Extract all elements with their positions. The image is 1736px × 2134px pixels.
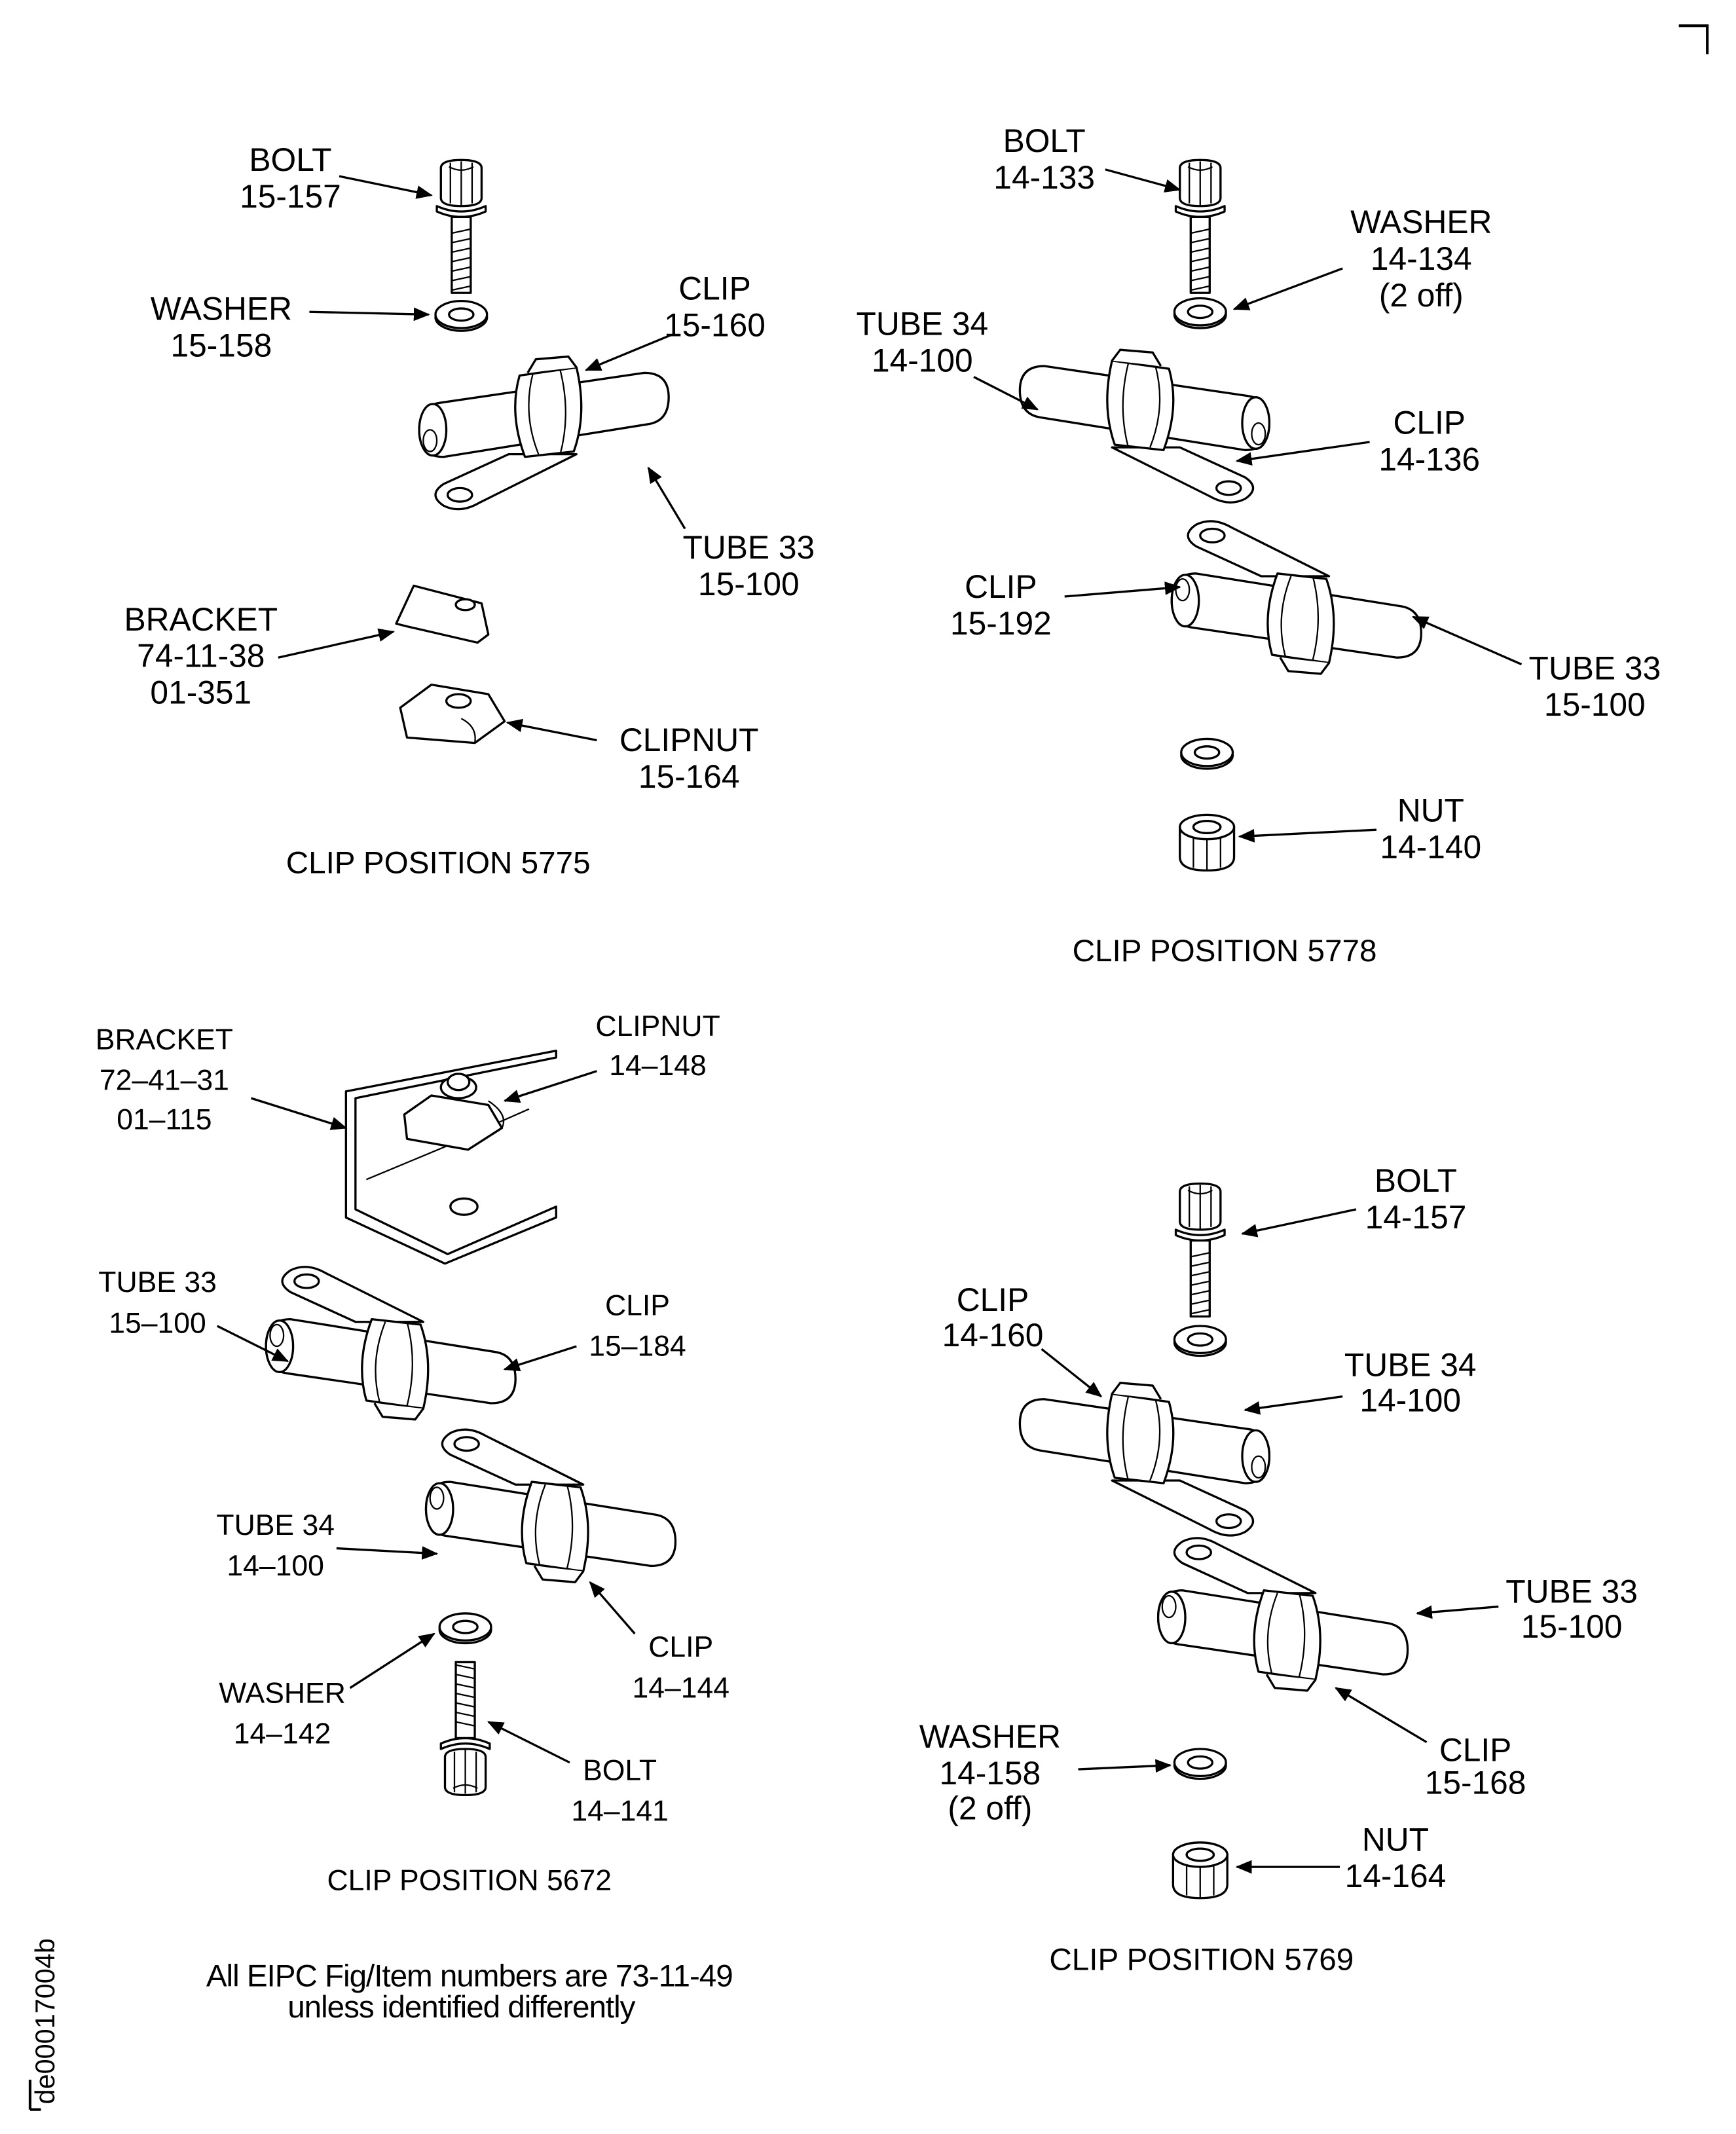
caption-5778: CLIP POSITION 5778 bbox=[1073, 934, 1377, 968]
drawing-id: de00017004b bbox=[28, 1938, 60, 2111]
washer-part bbox=[438, 1612, 492, 1645]
caption-5672: CLIP POSITION 5672 bbox=[327, 1864, 612, 1896]
washer-part bbox=[1173, 297, 1227, 329]
svg-text:de00017004b: de00017004b bbox=[30, 1938, 60, 2104]
tube-clip-assembly bbox=[1170, 520, 1422, 675]
leader-arrows bbox=[1041, 1208, 1499, 1874]
bracket-part bbox=[395, 584, 490, 644]
tube-clip-assembly bbox=[1156, 1537, 1409, 1692]
bolt-part bbox=[439, 1661, 491, 1797]
washer-part bbox=[1180, 737, 1234, 770]
leader-arrows bbox=[973, 168, 1523, 843]
leader-arrows bbox=[216, 1070, 636, 1764]
caption-5769: CLIP POSITION 5769 bbox=[1049, 1942, 1354, 1977]
tube-clip-assembly bbox=[418, 355, 670, 511]
bolt-part bbox=[1174, 1182, 1226, 1318]
tube-clip-assembly bbox=[265, 1266, 517, 1421]
clipnut-part bbox=[399, 683, 506, 745]
washer-part bbox=[1173, 1325, 1227, 1357]
tube-clip-assembly bbox=[1018, 348, 1271, 504]
tube-clip-assembly bbox=[1018, 1382, 1271, 1537]
bolt-part bbox=[435, 158, 487, 294]
corner-crop-mark bbox=[1678, 24, 1709, 54]
caption-5775: CLIP POSITION 5775 bbox=[286, 845, 591, 880]
bracket-part bbox=[344, 1049, 557, 1265]
clipnut-part bbox=[403, 1073, 505, 1151]
washer-part bbox=[434, 299, 489, 332]
leader-arrows bbox=[278, 175, 686, 742]
washer-part bbox=[1173, 1748, 1227, 1780]
nut-part bbox=[1172, 1841, 1228, 1900]
bolt-part bbox=[1174, 158, 1226, 294]
tube-clip-assembly bbox=[424, 1428, 677, 1583]
nut-part bbox=[1179, 813, 1236, 872]
